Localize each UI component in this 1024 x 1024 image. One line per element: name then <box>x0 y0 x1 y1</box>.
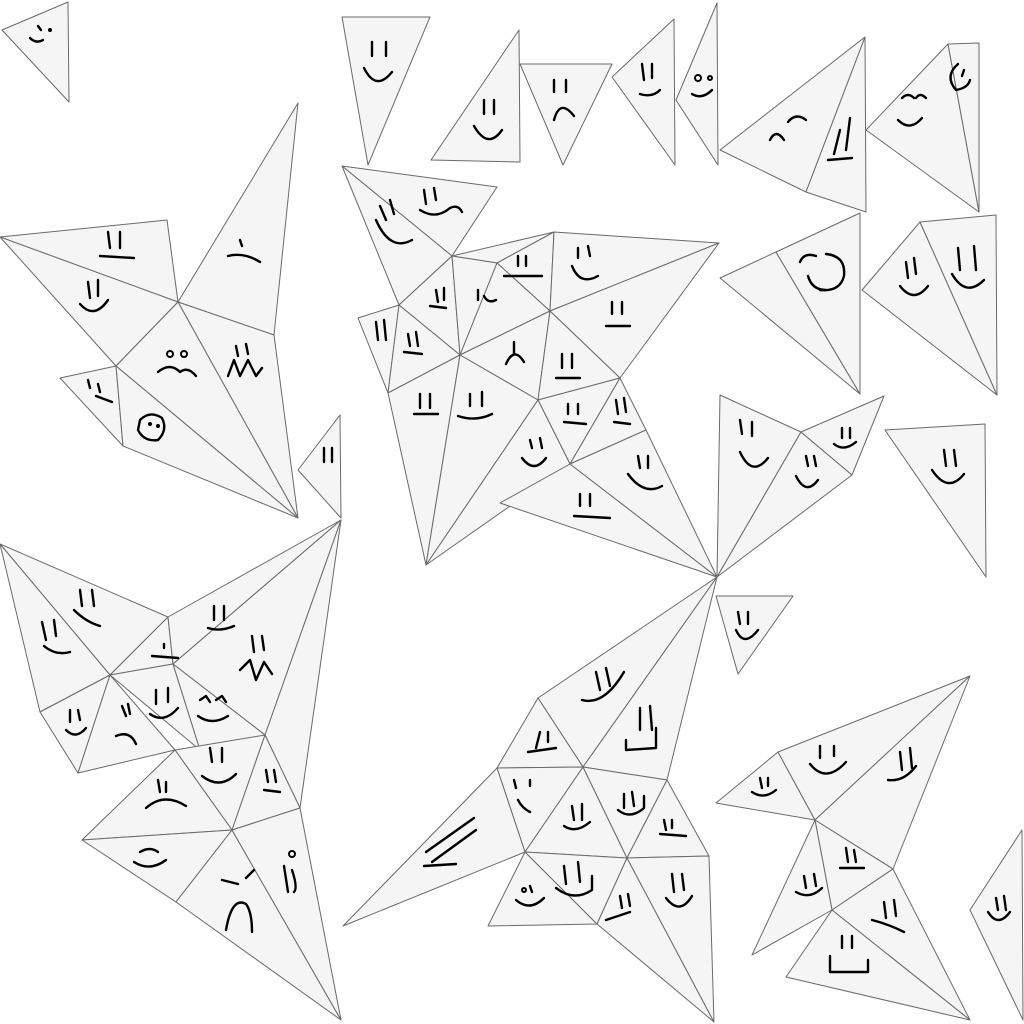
frown-face-icon <box>144 778 188 810</box>
face-icon <box>526 730 558 754</box>
face-icon <box>98 230 136 260</box>
smile-face-icon <box>72 588 102 628</box>
top-row-singles <box>341 2 719 166</box>
face-icon <box>412 392 440 416</box>
smile-face-icon <box>832 426 858 449</box>
face-icon <box>886 746 918 782</box>
smile-face-icon <box>132 847 168 868</box>
face-icon <box>638 62 662 97</box>
smile-face-icon <box>794 454 820 489</box>
face-icon <box>554 352 582 380</box>
right-pair <box>716 394 987 578</box>
smile-face-icon <box>734 610 760 641</box>
corner-tile-topleft <box>1 1 70 103</box>
smile-face-icon <box>986 894 1012 922</box>
blob-face-icon <box>136 413 166 442</box>
smile-face-icon <box>896 93 928 127</box>
face-icon <box>624 704 658 752</box>
face-icon <box>28 24 52 43</box>
face-icon <box>828 934 870 974</box>
smile-face-icon <box>626 454 664 491</box>
smile-face-icon <box>40 618 72 655</box>
smile-face-icon <box>570 244 600 281</box>
face-icon <box>949 62 972 92</box>
grin-face-icon <box>196 694 230 723</box>
right-middle-fan <box>719 212 998 396</box>
face-icon <box>870 898 906 934</box>
smile-face-icon <box>472 98 504 141</box>
face-icon <box>562 402 588 426</box>
smile-face-icon <box>580 666 626 703</box>
face-icon <box>572 492 612 520</box>
face-icon <box>502 254 544 278</box>
face-icon <box>512 778 532 814</box>
smile-face-icon <box>456 390 494 420</box>
smile-face-icon <box>148 686 180 720</box>
smile-face-icon <box>794 872 824 897</box>
frown-face-icon <box>220 868 256 934</box>
face-icon <box>374 198 414 245</box>
center-star <box>341 165 720 578</box>
frown-face-icon <box>114 702 138 746</box>
small-tile-center-right <box>715 595 794 675</box>
smile-face-icon <box>798 252 846 292</box>
lower-left-bird <box>0 519 342 1021</box>
smile-face-icon <box>750 776 778 797</box>
face-icon <box>418 186 464 216</box>
face-icon <box>612 396 632 426</box>
face-icon <box>150 642 180 660</box>
frown-face-icon <box>552 78 576 122</box>
smile-face-icon <box>664 872 694 908</box>
smile-face-icon <box>64 708 88 736</box>
smile-face-icon <box>200 746 238 784</box>
smile-face-icon <box>562 802 592 831</box>
face-icon <box>476 288 498 303</box>
face-icon <box>226 238 262 264</box>
smile-face-icon <box>78 278 110 313</box>
face-icon <box>422 816 478 868</box>
smile-face-icon <box>808 744 848 775</box>
face-icon <box>428 286 448 310</box>
face-icon <box>658 818 688 838</box>
face-icon <box>374 318 388 342</box>
face-icon <box>282 850 297 894</box>
smile-face-icon <box>520 436 548 468</box>
smile-face-icon <box>616 790 646 816</box>
smile-face-icon <box>362 40 394 83</box>
face-icon <box>604 892 632 922</box>
frown-face-icon <box>504 340 526 366</box>
wink-face-icon <box>690 74 714 98</box>
face-icon <box>226 342 264 378</box>
surprised-face-icon <box>156 350 198 378</box>
face-icon <box>322 446 334 464</box>
lower-center-bird <box>342 576 718 1023</box>
smile-face-icon <box>950 244 986 289</box>
lower-right-bird <box>715 675 1024 1021</box>
upper-left-bird <box>0 102 342 519</box>
face-icon <box>402 330 424 356</box>
smile-face-icon <box>898 256 930 297</box>
face-icon <box>238 634 274 682</box>
face-icon <box>768 115 808 142</box>
face-icon <box>554 860 594 897</box>
smile-face-icon <box>738 418 770 468</box>
smile-face-icon <box>930 448 966 485</box>
smile-face-icon <box>514 884 546 907</box>
face-icon <box>826 116 854 162</box>
face-icon <box>86 378 114 404</box>
face-icon <box>262 768 282 794</box>
face-icon <box>838 846 866 870</box>
face-icon <box>206 604 236 631</box>
top-right-fan <box>719 36 980 213</box>
face-icon <box>604 300 632 328</box>
